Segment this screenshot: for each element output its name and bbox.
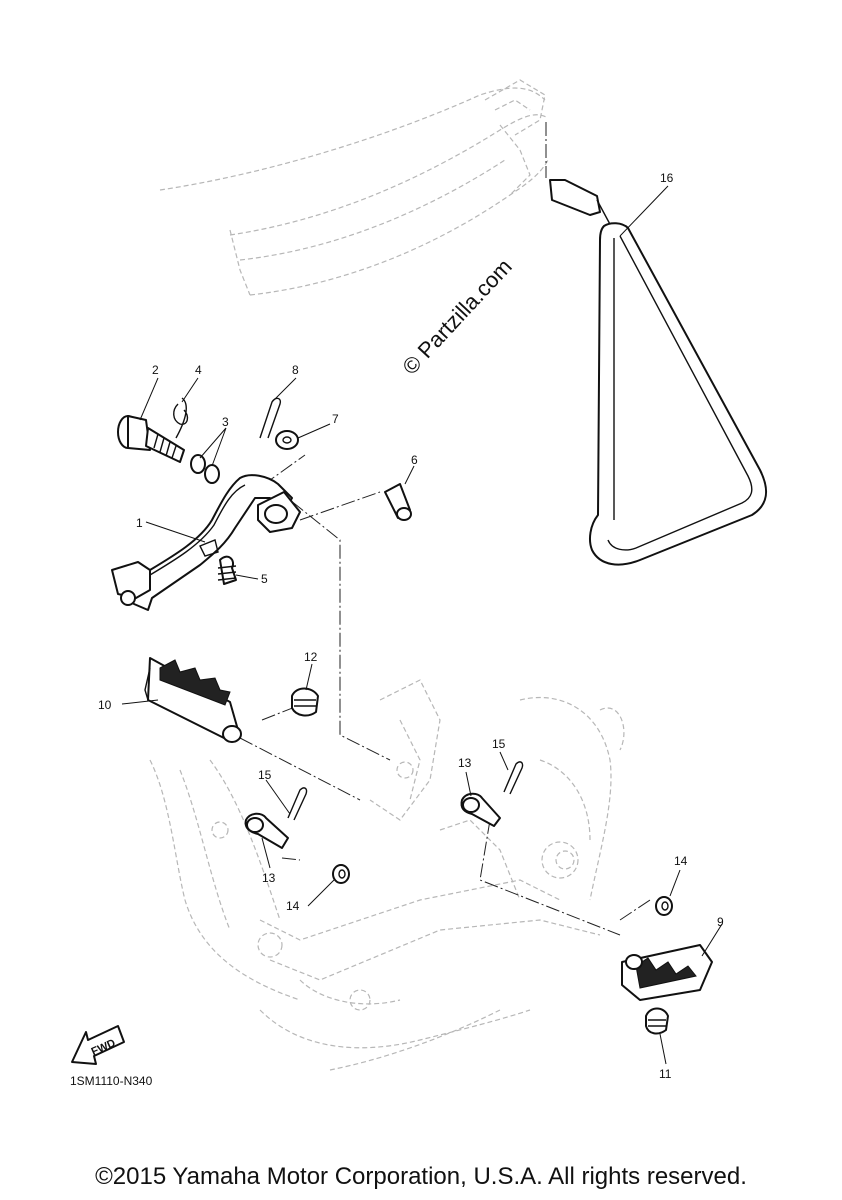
part-13-pin-left[interactable]: [244, 812, 289, 849]
callout-6: 6: [411, 453, 418, 467]
callout-5: 5: [261, 572, 268, 586]
part-15-cotter-pin-left[interactable]: [287, 787, 308, 821]
callout-4: 4: [195, 363, 202, 377]
part-4-clip[interactable]: [173, 397, 189, 439]
part-9-footrest[interactable]: [621, 944, 713, 1001]
frame-outline-top: [159, 79, 549, 296]
part-5-spring[interactable]: [217, 555, 237, 585]
part-8-cotter-pin[interactable]: [259, 397, 282, 439]
callout-13-right: 13: [458, 756, 472, 770]
callout-16: 16: [660, 171, 674, 185]
part-16-stand[interactable]: [549, 179, 768, 566]
callout-10: 10: [98, 698, 112, 712]
part-1-brake-pedal[interactable]: [111, 474, 301, 611]
part-14-washer-right[interactable]: [655, 896, 673, 916]
part-14-washer-left[interactable]: [332, 864, 350, 884]
part-15-cotter-pin-right[interactable]: [503, 761, 524, 795]
part-12-spring[interactable]: [291, 687, 319, 717]
callout-12: 12: [304, 650, 318, 664]
callout-7: 7: [332, 412, 339, 426]
copyright-notice: ©2015 Yamaha Motor Corporation, U.S.A. A…: [95, 1163, 747, 1190]
part-6-pin[interactable]: [384, 483, 412, 521]
part-2-pivot-shaft[interactable]: [117, 415, 185, 463]
frame-outline-bottom: [149, 679, 625, 1071]
callout-14-right: 14: [674, 854, 688, 868]
callout-3: 3: [222, 415, 229, 429]
assembly-centerlines: [239, 122, 651, 936]
leader-lines: [121, 185, 723, 1065]
callout-13-left: 13: [262, 871, 276, 885]
part-7-washer[interactable]: [275, 430, 299, 450]
callout-1: 1: [136, 516, 143, 530]
part-11-spring[interactable]: [645, 1007, 669, 1035]
part-13-pin-right[interactable]: [460, 792, 501, 827]
watermark: © Partzilla.com: [397, 254, 516, 379]
callout-14-left: 14: [286, 899, 300, 913]
diagram-code: 1SM1110-N340: [70, 1074, 153, 1088]
callout-9: 9: [717, 915, 724, 929]
part-10-footrest[interactable]: [144, 657, 242, 743]
fwd-arrow-icon: FWD: [71, 1025, 125, 1065]
callout-15-right: 15: [492, 737, 506, 751]
callout-2: 2: [152, 363, 159, 377]
callout-labels: 2 4 3 8 7 6 1 5 12 10 15 13 14 13 15 14 …: [98, 171, 724, 1081]
callout-8: 8: [292, 363, 299, 377]
callout-15-left: 15: [258, 768, 272, 782]
callout-11: 11: [659, 1067, 672, 1081]
